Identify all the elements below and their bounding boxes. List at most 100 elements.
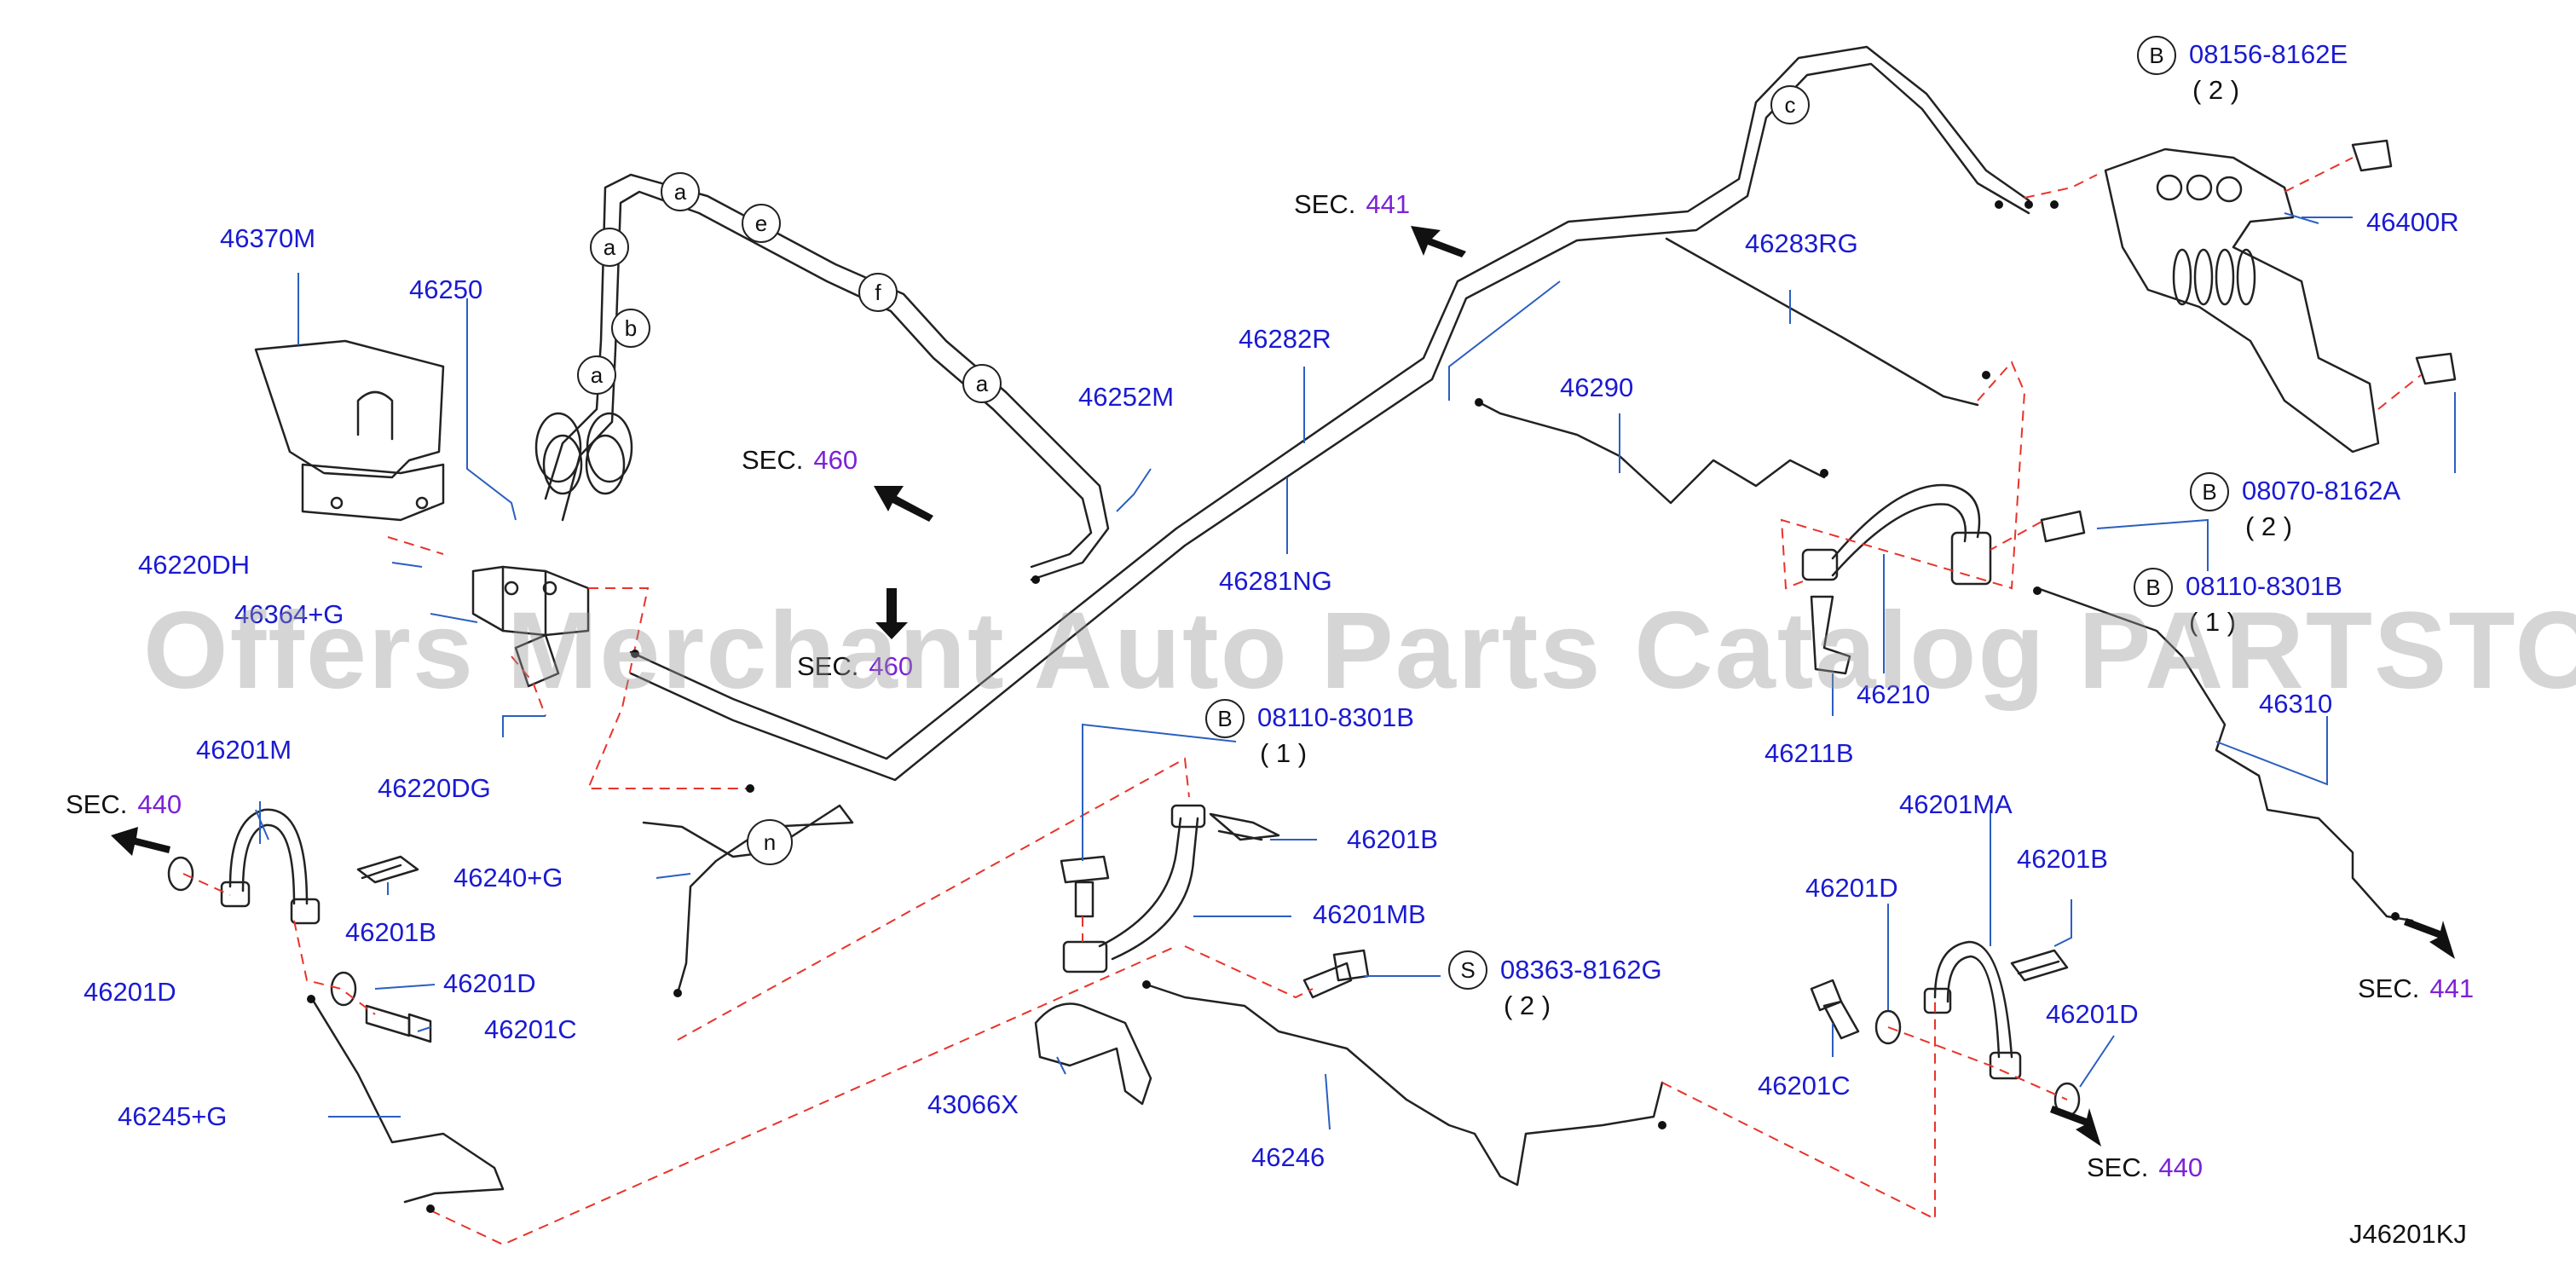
line-end-dots [307, 200, 2400, 1213]
section-reference[interactable]: SEC.440 [2087, 1152, 2203, 1183]
fastener-code: B [1217, 706, 1233, 731]
part-number-46281NG[interactable]: 46281NG [1219, 566, 1332, 596]
part-number-46310[interactable]: 46310 [2259, 689, 2333, 719]
section-reference[interactable]: SEC.441 [1294, 189, 1410, 220]
part-number-46201C-2[interactable]: 46201C [1758, 1071, 1851, 1100]
part-number-08110-8301B[interactable]: 08110-8301B [2186, 571, 2342, 601]
part-number-43066X[interactable]: 43066X [927, 1089, 1019, 1119]
section-prefix: SEC. [797, 651, 859, 681]
section-reference[interactable]: SEC.440 [66, 789, 182, 820]
connector-code: a [603, 234, 616, 260]
quantity-label: ( 2 ) [1504, 991, 1551, 1020]
part-number-08156-8162E[interactable]: 08156-8162E [2189, 39, 2348, 69]
fastener-code: B [2202, 479, 2217, 505]
part-number-46283RG[interactable]: 46283RG [1745, 228, 1858, 258]
part-number-46364G[interactable]: 46364+G [234, 599, 344, 629]
part-number-46240G[interactable]: 46240+G [453, 863, 563, 892]
connector-code: n [763, 829, 777, 855]
part-number-46201B-2[interactable]: 46201B [1347, 824, 1438, 854]
clip-46201B-3 [2010, 949, 2069, 982]
part-number-46220DH[interactable]: 46220DH [138, 550, 250, 580]
brake-tube-46245G [309, 996, 505, 1204]
section-reference[interactable]: SEC. 460 [742, 445, 858, 476]
part-number-46370M[interactable]: 46370M [220, 223, 316, 253]
connector-code: e [754, 211, 768, 236]
part-number-46246[interactable]: 46246 [1251, 1142, 1326, 1172]
coil-spring [534, 412, 633, 495]
part-number-46220DG[interactable]: 46220DG [378, 773, 491, 803]
part-number-46250[interactable]: 46250 [409, 274, 483, 304]
part-number-46201B-3[interactable]: 46201B [2017, 844, 2108, 874]
fastener-code-circles [1205, 36, 2229, 990]
quantity-label: ( 2 ) [2245, 511, 2293, 541]
bolt-08070-8162A [2040, 510, 2086, 543]
section-prefix: SEC. [2358, 973, 2420, 1003]
connector-code: a [673, 179, 687, 205]
section-reference[interactable]: SEC. 441 [2358, 973, 2474, 1004]
washer-46201D-3 [1874, 1009, 1902, 1045]
part-number-46201MB[interactable]: 46201MB [1313, 899, 1426, 929]
clip-46201B [356, 855, 419, 884]
bracket-46370M [254, 339, 445, 522]
section-arrows [111, 226, 2455, 1147]
dashed-leaders [182, 157, 2422, 1246]
bolt-08363-8162G [1302, 949, 1370, 999]
brake-tube-46240G [642, 804, 854, 995]
connector-code: a [975, 371, 989, 396]
brake-tube-main [629, 45, 2030, 782]
section-number: 460 [813, 445, 858, 475]
brake-hose-46201M [220, 808, 321, 925]
part-number-08363-8162G[interactable]: 08363-8162G [1500, 955, 1662, 985]
part-number-46245G[interactable]: 46245+G [118, 1101, 228, 1131]
section-prefix: SEC. [742, 445, 804, 475]
brake-tube-loop [544, 173, 1110, 581]
bolt-46201C [365, 1004, 432, 1043]
brake-hose-46201MB [1062, 804, 1206, 973]
part-number-46400R[interactable]: 46400R [2366, 207, 2459, 237]
section-number: 441 [1366, 189, 1411, 219]
brake-tube-46310 [2036, 586, 2414, 922]
brake-hose-46201MA [1923, 940, 2022, 1080]
bolt-08156-8162E-2 [2415, 352, 2457, 385]
brake-tube-46290 [1477, 401, 1826, 505]
clip-46211B [1810, 595, 1851, 675]
connector-code: f [875, 280, 881, 305]
fastener-code: B [2149, 43, 2164, 68]
section-number: 441 [2429, 973, 2475, 1003]
part-number-46201D-3[interactable]: 46201D [1805, 873, 1898, 903]
fastener-code: S [1460, 957, 1476, 983]
part-number-46201D[interactable]: 46201D [84, 977, 176, 1007]
part-number-46282R[interactable]: 46282R [1239, 324, 1331, 354]
connector-circles [577, 85, 1810, 865]
quantity-label: ( 2 ) [2192, 75, 2240, 105]
fastener-code: B [2146, 575, 2161, 600]
connector-code: a [590, 362, 604, 388]
section-reference[interactable]: SEC.460 [797, 651, 913, 682]
diagram-code: J46201KJ [2349, 1219, 2467, 1249]
clip-46201B-2 [1209, 812, 1280, 841]
part-number-46211B[interactable]: 46211B [1765, 738, 1854, 768]
part-number-46210[interactable]: 46210 [1857, 679, 1931, 709]
bracket-43066X [1034, 1002, 1152, 1106]
quantity-label: ( 1 ) [1260, 738, 1308, 768]
part-number-46201B[interactable]: 46201B [345, 917, 436, 947]
watermark: Offers Merchant Auto Parts Catalog PARTS… [143, 590, 2576, 712]
washer-46201D [167, 856, 194, 892]
part-number-46201C[interactable]: 46201C [484, 1014, 577, 1044]
part-number-08110-8301B-2[interactable]: 08110-8301B [1257, 702, 1414, 732]
bracket-46400R [2104, 147, 2380, 453]
bolt-46201C-2 [1810, 979, 1860, 1040]
part-number-08070-8162A[interactable]: 08070-8162A [2242, 476, 2401, 505]
section-number: 440 [2158, 1152, 2203, 1182]
junction-block [471, 565, 590, 688]
part-number-46201MA[interactable]: 46201MA [1899, 789, 2013, 819]
part-number-46290[interactable]: 46290 [1560, 373, 1634, 402]
part-number-46201D-4[interactable]: 46201D [2046, 999, 2139, 1029]
part-number-46252M[interactable]: 46252M [1078, 382, 1175, 412]
part-number-46201M[interactable]: 46201M [196, 735, 292, 765]
connector-code: c [1784, 92, 1796, 118]
part-number-46201D-2[interactable]: 46201D [443, 968, 536, 998]
washer-46201D-2 [330, 971, 357, 1007]
